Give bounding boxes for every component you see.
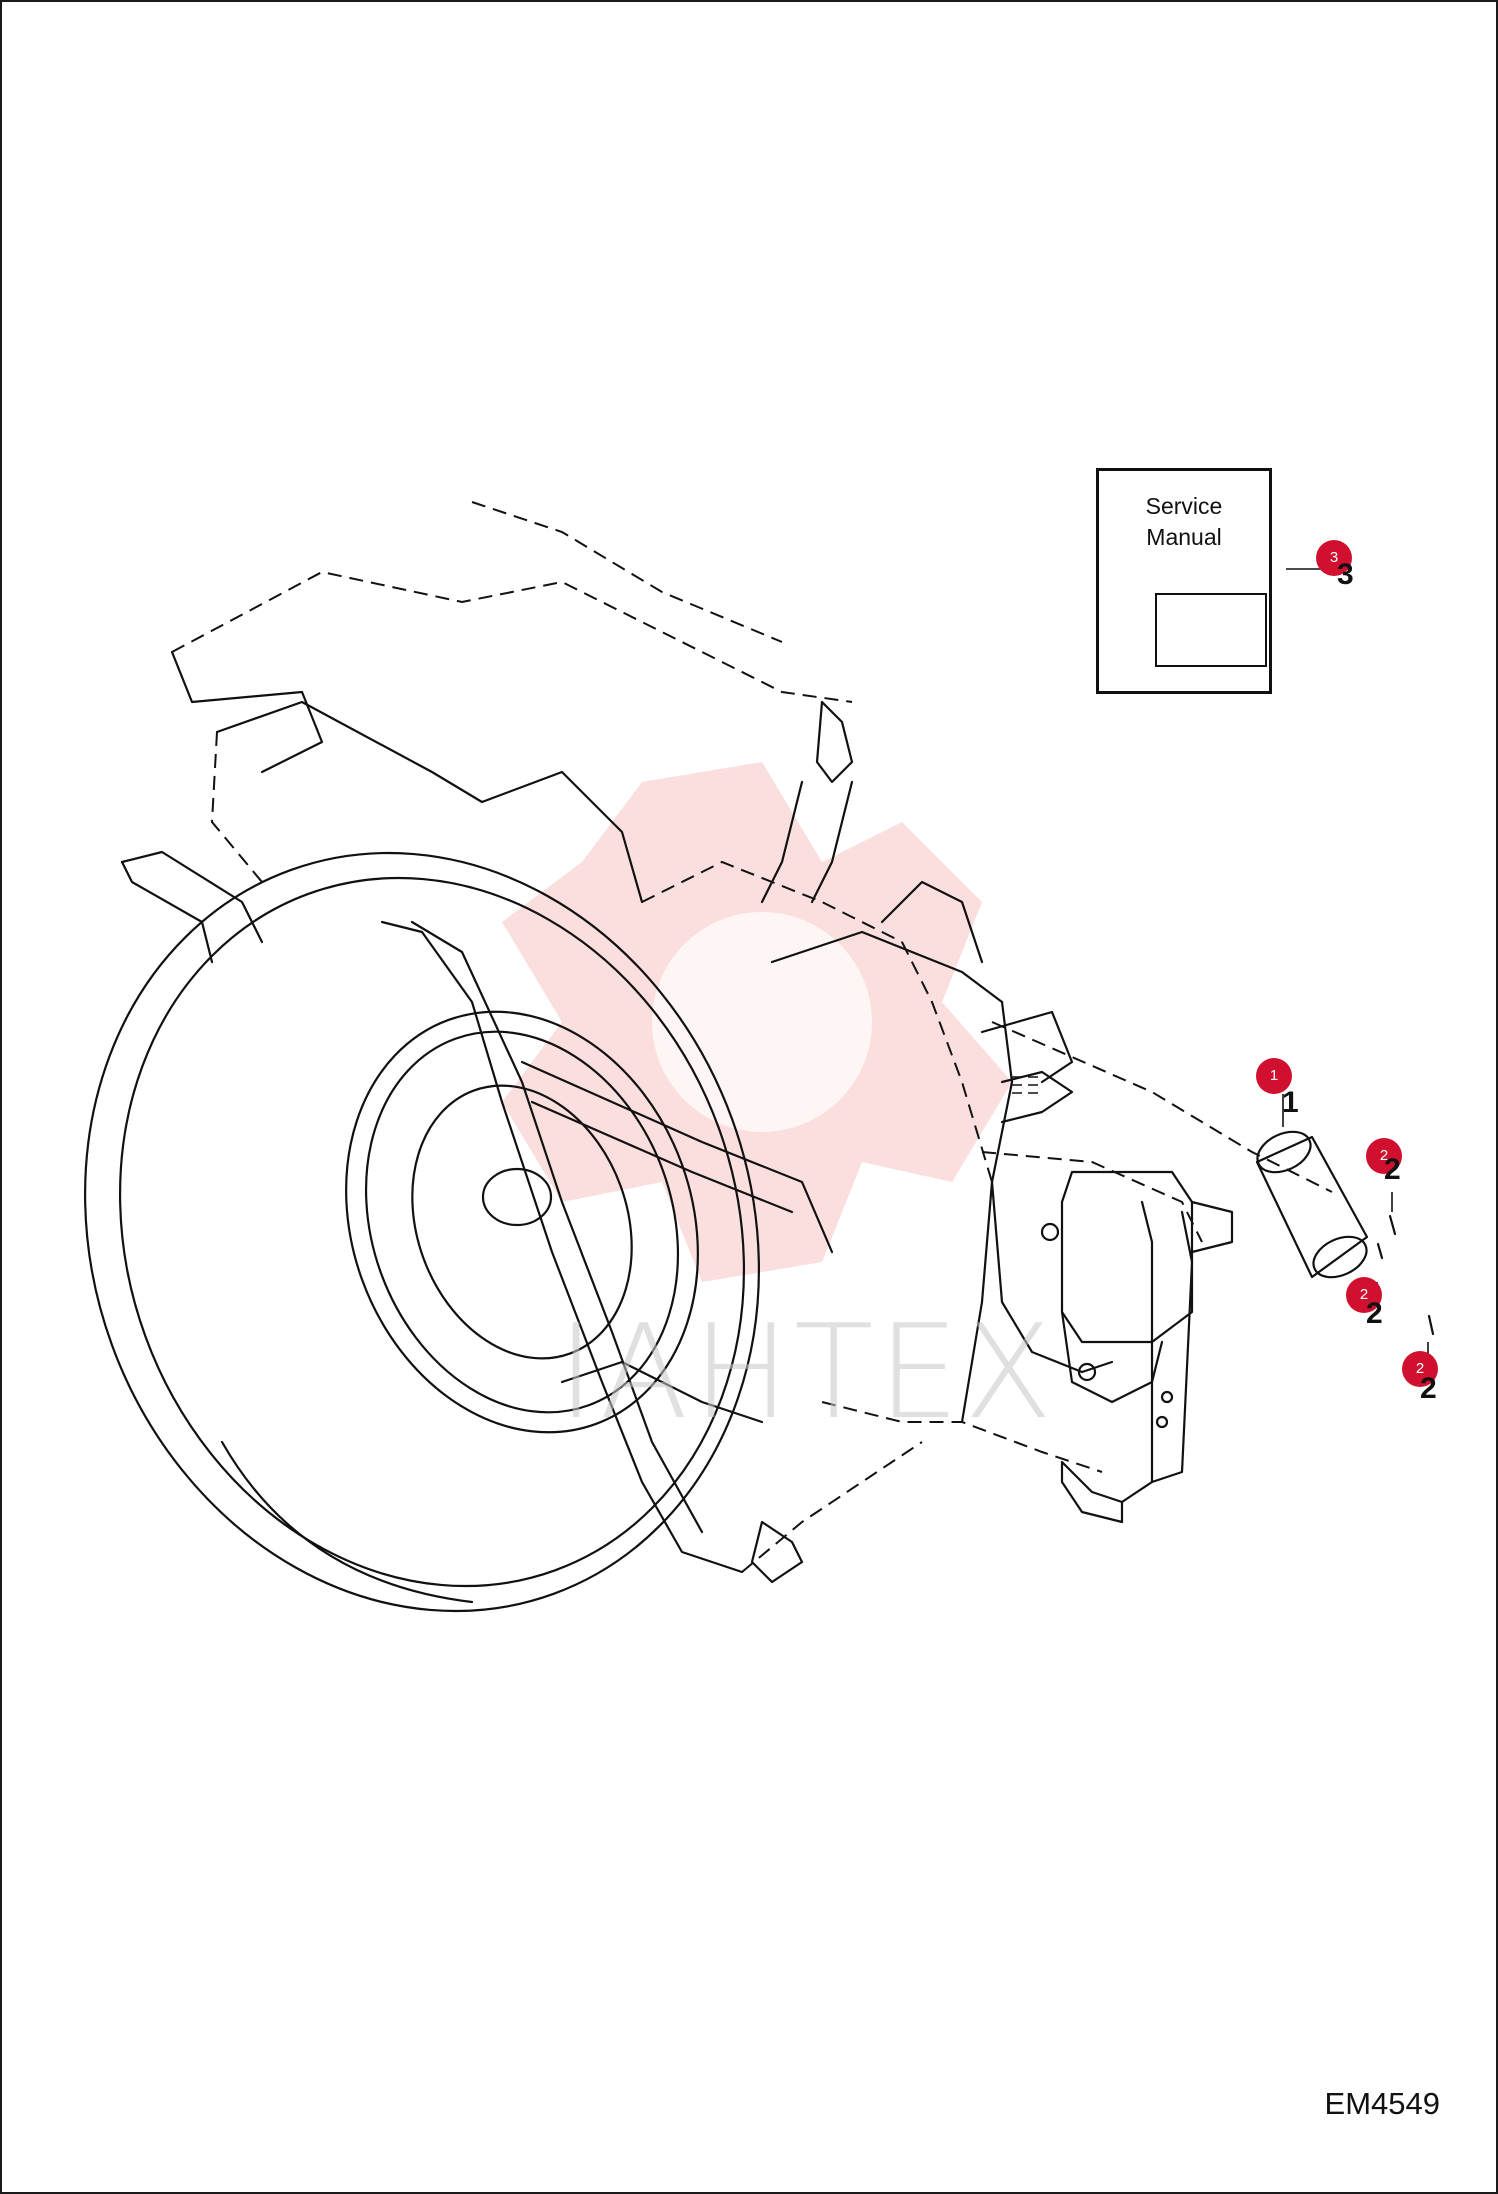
watermark-text: IAHTEX (557, 1296, 1057, 1448)
watermark-logo (502, 762, 1012, 1282)
service-manual-line1: Service (1145, 493, 1223, 519)
service-manual-window (1155, 593, 1267, 667)
service-manual-label: Service Manual (1099, 491, 1269, 553)
callout-1[interactable]: 1 (1256, 1058, 1292, 1094)
part-number-2a: 2 (1384, 1153, 1401, 1186)
part-number-2b: 2 (1366, 1297, 1383, 1330)
service-manual-illustration: Service Manual (1096, 468, 1272, 694)
part-1-cylinder (1255, 1130, 1369, 1279)
drawing-code: EM4549 (1324, 2086, 1440, 2121)
frame-body (120, 501, 1333, 1584)
callout-2b[interactable]: 2 (1346, 1277, 1382, 1313)
wheel-assembly (84, 851, 760, 1613)
service-manual-line2: Manual (1146, 524, 1222, 550)
part-2-bolts (1376, 1214, 1435, 1336)
callout-2c[interactable]: 2 (1402, 1351, 1438, 1387)
callout-2a[interactable]: 2 (1366, 1138, 1402, 1174)
part-number-1: 1 (1282, 1086, 1299, 1119)
callout-3[interactable]: 3 (1316, 540, 1352, 576)
part-number-2c: 2 (1420, 1372, 1437, 1405)
part-number-3: 3 (1337, 558, 1354, 591)
